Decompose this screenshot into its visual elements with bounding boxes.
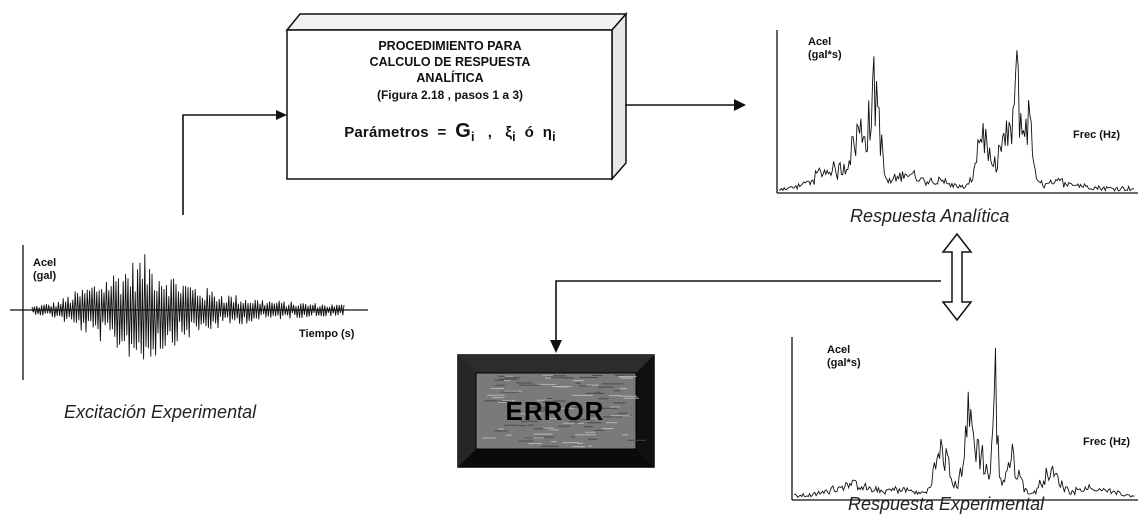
- parameter-xi-subscript: i: [512, 130, 516, 144]
- double-arrow-icon: [941, 232, 973, 322]
- experimental-caption: Respuesta Experimental: [848, 494, 1045, 514]
- parameter-g: G: [455, 120, 471, 142]
- error-box-texture: [482, 374, 646, 448]
- excitation-caption: Excitación Experimental: [64, 402, 257, 422]
- procedure-box-top-face: [285, 13, 628, 31]
- experimental-y-label-line-1: Acel: [827, 344, 851, 356]
- excitation-y-label-line-1: Acel: [33, 257, 57, 269]
- analytical-x-label: Frec (Hz): [1073, 129, 1121, 141]
- parameter-eta: η: [542, 124, 553, 141]
- compare-double-arrow: [941, 232, 973, 322]
- analytical-plot: [776, 30, 1138, 194]
- procedure-box-front-face: [286, 29, 613, 180]
- procedure-parameters: Parámetros = Gi , ξi ó ηi: [290, 120, 610, 144]
- procedure-box-side-face: [611, 12, 627, 181]
- parameter-g-subscript: i: [470, 130, 475, 144]
- arrow-excitation-to-box: [182, 110, 287, 215]
- parameter-eta-subscript: i: [552, 130, 556, 144]
- analytical-y-label-line-1: Acel: [808, 36, 832, 48]
- error-box: [457, 354, 655, 468]
- procedure-title-line-1: PROCEDIMIENTO PARA: [378, 39, 522, 53]
- excitation-y-label: Acel (gal): [33, 257, 56, 283]
- parameters-equals: =: [437, 124, 447, 141]
- parameter-xi: ξ: [505, 124, 513, 141]
- arrow-box-to-analytical: [625, 99, 746, 111]
- excitation-signal: [31, 254, 345, 360]
- parameters-comma: ,: [487, 124, 493, 141]
- excitation-x-label: Tiempo (s): [299, 328, 355, 340]
- parameters-label: Parámetros: [344, 124, 429, 141]
- experimental-spectrum: [793, 347, 1135, 498]
- arrow-to-error: [550, 280, 941, 353]
- procedure-box: [285, 12, 628, 181]
- analytical-y-label-line-2: (gal*s): [808, 49, 842, 61]
- procedure-figure-ref: (Figura 2.18 , pasos 1 a 3): [376, 88, 524, 102]
- analytical-spectrum: [778, 50, 1135, 192]
- procedure-title-line-2: CALCULO DE RESPUESTA: [369, 55, 531, 69]
- excitation-y-label-line-2: (gal): [33, 270, 57, 282]
- excitation-plot: [10, 245, 368, 380]
- analytical-caption: Respuesta Analítica: [850, 206, 1010, 226]
- experimental-y-label-line-2: (gal*s): [827, 357, 861, 369]
- analytical-y-label: Acel (gal*s): [808, 36, 842, 62]
- experimental-y-label: Acel (gal*s): [827, 344, 861, 370]
- procedure-title: PROCEDIMIENTO PARA CALCULO DE RESPUESTA …: [350, 38, 550, 86]
- procedure-title-line-3: ANALÍTICA: [416, 71, 484, 85]
- experimental-plot: [791, 337, 1138, 501]
- error-label: ERROR: [505, 396, 605, 426]
- experimental-x-label: Frec (Hz): [1083, 436, 1131, 448]
- parameters-or: ó: [524, 124, 534, 141]
- procedure-box-text: PROCEDIMIENTO PARA CALCULO DE RESPUESTA …: [290, 38, 610, 144]
